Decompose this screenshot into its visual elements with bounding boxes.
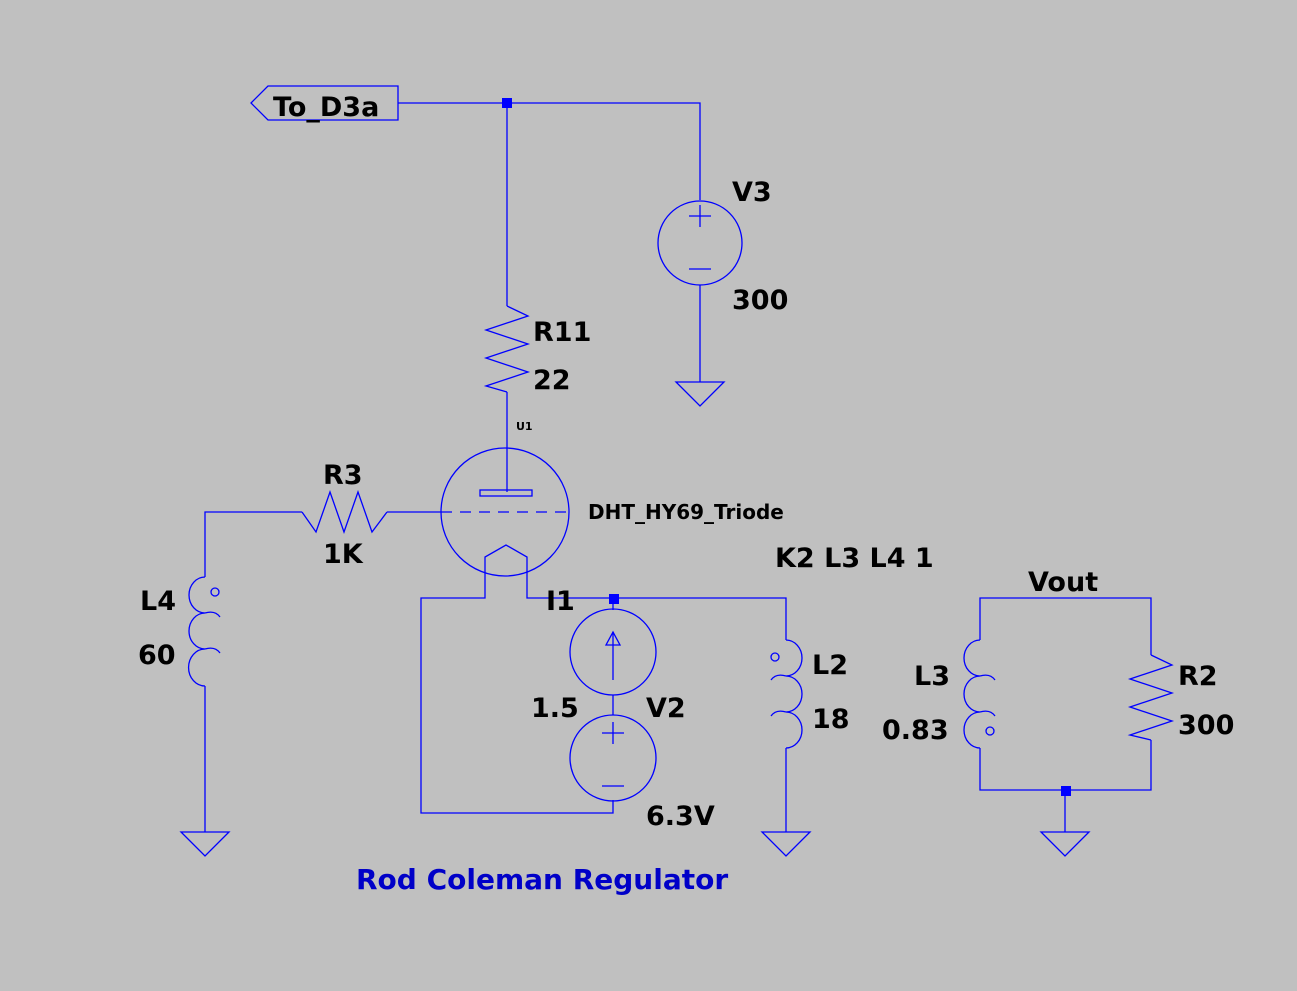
plus-sign (689, 205, 711, 227)
ground-symbol (674, 381, 726, 407)
v3-ref-label: V3 (732, 177, 772, 208)
inductor-dot (770, 652, 780, 662)
l3-value-label: 0.83 (882, 715, 949, 746)
port-label: To_D3a (273, 92, 379, 123)
wire-filament-right (526, 575, 787, 640)
wire-l4-r3 (204, 511, 302, 577)
plus-sign (602, 722, 624, 744)
resistor-zigzag (301, 490, 388, 534)
v2-value-label: 6.3V (646, 801, 715, 832)
triode-u1[interactable]: U1 DHT_HY69_Triode (440, 420, 784, 577)
junction-dot (1061, 786, 1071, 796)
r11-value-label: 22 (533, 365, 571, 396)
i1-current-source[interactable]: I1 1.5 (531, 586, 657, 724)
ground-symbol (179, 831, 231, 857)
net-port-to-d3a[interactable]: To_D3a (250, 85, 399, 123)
tube-model-label: DHT_HY69_Triode (588, 500, 784, 524)
l2-ref-label: L2 (812, 650, 848, 681)
l2-value-label: 18 (812, 704, 850, 735)
ground-symbol (760, 831, 812, 857)
port-flag-shape (250, 85, 399, 121)
r3-ref-label: R3 (323, 460, 363, 491)
l4-inductor[interactable]: L4 60 (138, 576, 221, 687)
wire-output-bottom (979, 740, 1152, 791)
l4-ref-label: L4 (140, 586, 176, 617)
tube-plate (479, 489, 533, 497)
r2-value-label: 300 (1178, 710, 1234, 741)
wire-output-loop (979, 597, 1152, 655)
spice-directive[interactable]: K2 L3 L4 1 (775, 543, 934, 574)
current-arrow-head (604, 630, 622, 646)
ground-symbol (1039, 831, 1091, 857)
i1-value-label: 1.5 (531, 693, 579, 724)
v2-source[interactable]: V2 6.3V (569, 693, 715, 832)
inductor-dot (210, 587, 220, 597)
i1-ref-label: I1 (546, 586, 575, 617)
resistor-zigzag (1127, 654, 1175, 741)
source-body (569, 714, 657, 802)
junction-dot (502, 98, 512, 108)
l3-ref-label: L3 (914, 661, 950, 692)
r11-ref-label: R11 (533, 317, 591, 348)
inductor-dot (985, 726, 995, 736)
r2-resistor[interactable]: R2 300 (1127, 654, 1234, 741)
v2-ref-label: V2 (646, 693, 686, 724)
v3-value-label: 300 (732, 285, 788, 316)
tube-filament (484, 544, 528, 575)
inductor-coils (770, 639, 803, 749)
source-body (569, 608, 657, 696)
schematic-title[interactable]: Rod Coleman Regulator (356, 863, 728, 896)
inductor-coils (187, 576, 221, 687)
tube-refdes-label: U1 (516, 420, 533, 433)
junction-dot (609, 594, 619, 604)
r2-ref-label: R2 (1178, 661, 1218, 692)
wire-top-rail (398, 102, 701, 200)
r11-resistor[interactable]: R11 22 (483, 305, 591, 396)
inductor-coils (963, 639, 996, 749)
net-label-vout[interactable]: Vout (1028, 567, 1098, 598)
r3-resistor[interactable]: R3 1K (301, 460, 388, 570)
source-body (657, 200, 743, 286)
l4-value-label: 60 (138, 640, 176, 671)
v3-source[interactable]: V3 300 (657, 177, 788, 316)
l2-inductor[interactable]: L2 18 (770, 639, 850, 749)
wire-filament-left (420, 575, 614, 814)
l3-inductor[interactable]: L3 0.83 (882, 639, 996, 749)
r3-value-label: 1K (323, 539, 364, 570)
resistor-zigzag (483, 305, 531, 393)
